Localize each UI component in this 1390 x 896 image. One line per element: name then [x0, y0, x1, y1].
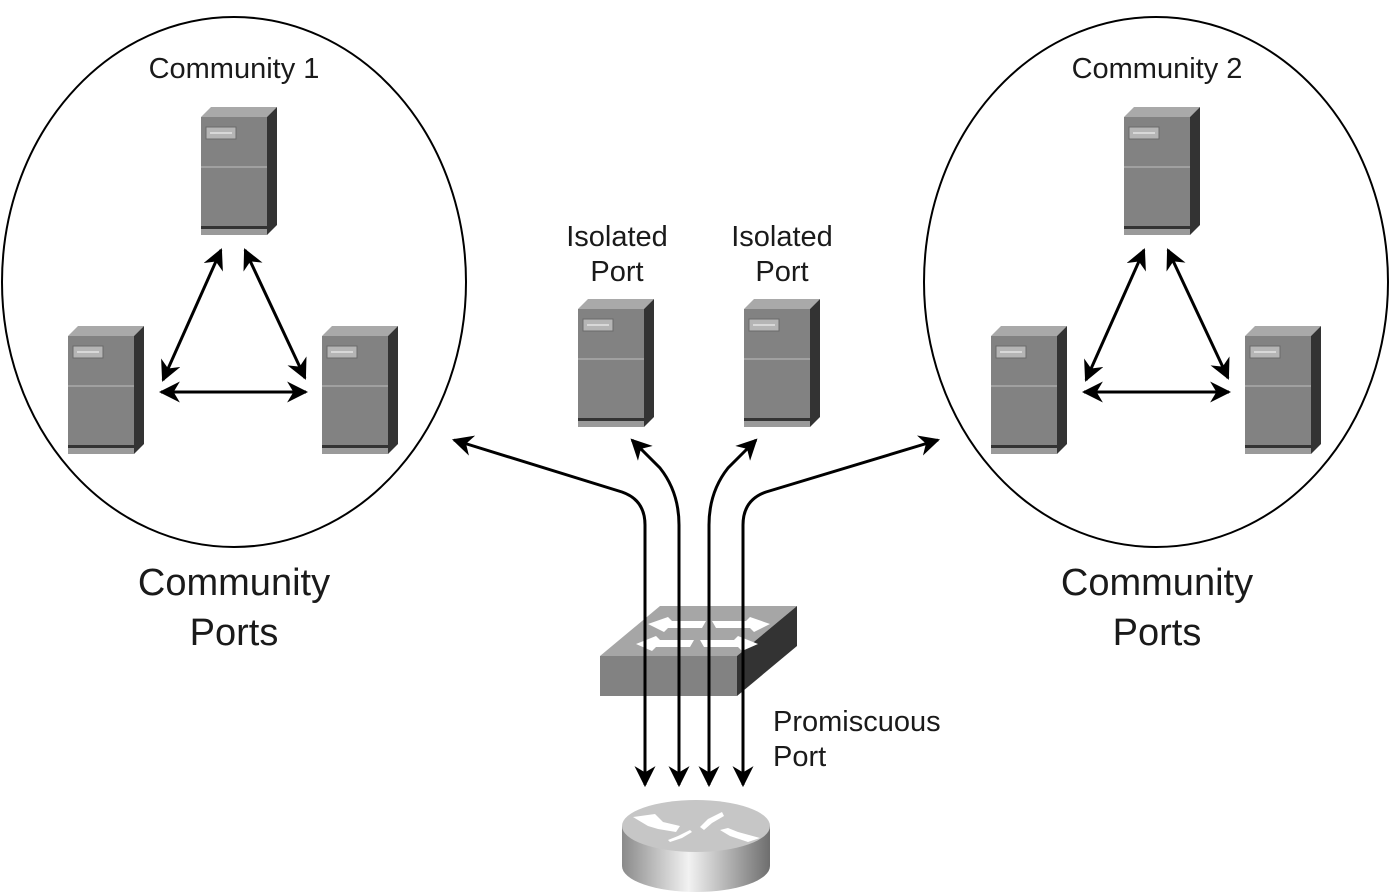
community-1-title: Community 1: [148, 53, 320, 85]
community-1-boundary: [1, 16, 467, 548]
link-to-community-2: [732, 435, 941, 788]
isolated-server-2-icon: [743, 298, 821, 428]
isolated-server-1-icon: [577, 298, 655, 428]
community-2-boundary: [923, 16, 1389, 548]
community-2-caption-line-1: Community: [1060, 562, 1254, 604]
switch-icon: [600, 606, 797, 696]
promiscuous-port-label-line-2: Port: [773, 740, 827, 773]
isolated-port-2-label-line-1: Isolated: [731, 221, 833, 253]
community-1-server-top-icon: [200, 106, 278, 236]
community-1-caption-line-1: Community: [137, 562, 331, 604]
promiscuous-port-label-line-1: Promiscuous: [773, 706, 941, 738]
community-1-link-top-left: [161, 248, 223, 382]
community-2-title: Community 2: [1071, 53, 1243, 85]
link-to-isolated-port-1: [630, 438, 690, 788]
isolated-port-2-label-line-2: Port: [755, 255, 809, 288]
community-2-link-top-left: [1084, 248, 1146, 382]
community-1-server-left-icon: [67, 325, 145, 455]
isolated-port-1-label-line-1: Isolated: [566, 221, 668, 253]
link-to-community-1: [451, 435, 656, 788]
router-icon: [622, 800, 770, 892]
promiscuous-port-label: Promiscuous Port: [773, 705, 941, 775]
community-2-server-left-icon: [990, 325, 1068, 455]
community-1-server-right-icon: [321, 325, 399, 455]
community-1-link-top-right: [243, 248, 307, 380]
community-2-link-top-right: [1166, 248, 1230, 380]
community-2-caption-line-2: Ports: [1112, 612, 1202, 655]
community-1-caption: Community Ports: [114, 558, 354, 658]
community-1-caption-line-2: Ports: [189, 612, 279, 655]
community-2-server-right-icon: [1244, 325, 1322, 455]
community-2-caption: Community Ports: [1037, 558, 1277, 658]
community-2-server-top-icon: [1123, 106, 1201, 236]
link-to-isolated-port-2: [698, 438, 758, 788]
isolated-port-1-label-line-2: Port: [590, 255, 644, 288]
isolated-port-1-label: Isolated Port: [547, 220, 687, 290]
isolated-port-2-label: Isolated Port: [712, 220, 852, 290]
